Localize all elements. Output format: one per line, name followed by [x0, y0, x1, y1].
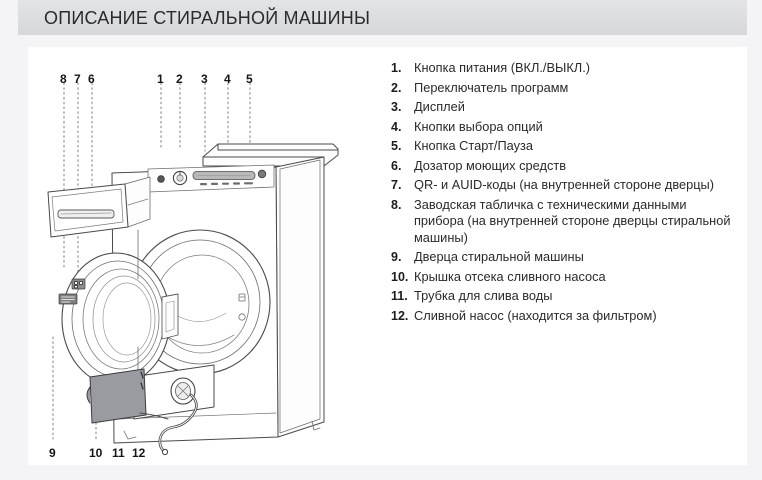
machine-right-panel	[275, 156, 325, 438]
parts-legend-list: 1. Кнопка питания (ВКЛ./ВЫКЛ.) 2. Перекл…	[384, 60, 736, 327]
legend-number: 12.	[391, 308, 409, 323]
callout-10: 10	[89, 446, 103, 460]
legend-number: 6.	[391, 158, 402, 173]
callout-11: 11	[112, 446, 125, 460]
legend-item-2: 2. Переключатель программ	[384, 80, 736, 97]
control-panel	[147, 164, 275, 193]
machine-front-foot	[117, 412, 277, 440]
legend-number: 7.	[391, 178, 402, 192]
washer-door	[58, 229, 271, 386]
callout-7: 7	[74, 72, 81, 86]
callout-9: 9	[49, 446, 56, 460]
content-area: 8 7 6 1 2 3 4 5 9 10 11 12 1. Кнопка пит…	[28, 47, 747, 465]
legend-number: 4.	[391, 119, 402, 134]
legend-label: Сливной насос (находится за фильтром)	[414, 307, 657, 323]
legend-label: Заводская табличка с техническими данным…	[414, 196, 731, 245]
legend-number: 8.	[391, 197, 402, 212]
washing-machine-illustration	[47, 82, 339, 456]
legend-label: Дозатор моющих средств	[414, 157, 567, 173]
door-leaf-open	[61, 252, 179, 386]
callout-2: 2	[176, 72, 183, 86]
rating-plate-label	[58, 293, 78, 305]
legend-item-11: 11. Трубка для слива воды	[384, 288, 736, 305]
drain-water-hose	[139, 393, 198, 456]
callout-12: 12	[132, 446, 146, 460]
legend-label: Кнопки выбора опций	[414, 118, 543, 134]
washing-machine-diagram: 8 7 6 1 2 3 4 5 9 10 11 12	[28, 47, 375, 465]
page-title: ОПИСАНИЕ СТИРАЛЬНОЙ МАШИНЫ	[44, 8, 371, 28]
legend-item-8: 8. Заводская табличка с техническими дан…	[384, 197, 736, 247]
callout-4: 4	[224, 72, 231, 86]
callout-5: 5	[246, 72, 253, 86]
legend-item-1: 1. Кнопка питания (ВКЛ./ВЫКЛ.)	[384, 60, 736, 77]
drain-pump-cover	[86, 368, 147, 424]
legend-label: Крышка отсека сливного насоса	[414, 268, 606, 284]
legend-item-10: 10. Крышка отсека сливного насоса	[384, 269, 736, 286]
detergent-dispenser-drawer	[47, 176, 151, 238]
legend-item-12: 12. Сливной насос (находится за фильтром…	[384, 308, 736, 325]
legend-label: Кнопка питания (ВКЛ./ВЫКЛ.)	[414, 60, 591, 75]
legend-label: Переключатель программ	[414, 79, 569, 95]
leader-lines-top-right	[160, 82, 251, 158]
legend-item-5: 5. Кнопка Старт/Пауза	[384, 138, 736, 155]
legend-item-7: 7. QR- и AUID-коды (на внутренней сторон…	[384, 177, 736, 194]
legend-item-6: 6. Дозатор моющих средств	[384, 158, 736, 175]
callout-8: 8	[60, 72, 67, 86]
legend-label: Кнопка Старт/Пауза	[414, 138, 534, 153]
legend-number: 1.	[391, 61, 402, 75]
door-frame-symbols	[238, 293, 246, 321]
legend-label: Дисплей	[414, 99, 465, 114]
legend-number: 5.	[391, 139, 402, 153]
legend-label: Трубка для слива воды	[414, 288, 553, 303]
power-button	[157, 175, 165, 183]
door-hinge	[161, 293, 179, 340]
legend-number: 11.	[391, 289, 408, 303]
legend-label: QR- и AUID-коды (на внутренней стороне д…	[414, 177, 715, 192]
legend-item-4: 4. Кнопки выбора опций	[384, 119, 736, 136]
legend-item-9: 9. Дверца стиральной машины	[384, 249, 736, 266]
qr-auid-codes-label	[71, 278, 86, 290]
drain-pump-filter	[170, 377, 196, 405]
callout-1: 1	[157, 72, 164, 86]
legend-number: 10.	[391, 269, 409, 284]
callout-3: 3	[201, 72, 208, 86]
legend-number: 2.	[391, 80, 402, 95]
legend-item-3: 3. Дисплей	[384, 99, 736, 116]
option-buttons	[200, 182, 253, 186]
start-pause-button	[257, 169, 267, 179]
legend-number: 9.	[391, 250, 402, 264]
callout-6: 6	[88, 72, 95, 86]
page-header-bar: ОПИСАНИЕ СТИРАЛЬНОЙ МАШИНЫ	[18, 0, 747, 35]
legend-label: Дверца стиральной машины	[414, 249, 584, 264]
legend-number: 3.	[391, 100, 402, 114]
